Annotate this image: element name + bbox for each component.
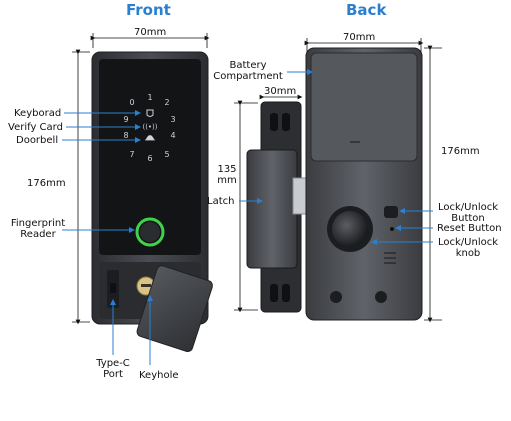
doorbell-label: Doorbell [16,135,59,146]
front-width-label: 70mm [134,27,167,38]
battery-label-line2: Compartment [213,71,283,82]
lock-knob-line2: knob [455,248,481,259]
fingerprint-sensor-ring [135,217,165,247]
latch-width-label: 30mm [264,86,297,97]
back-leaders [239,69,433,245]
battery-cover [310,52,418,162]
lock-button-line2: Button [451,213,485,224]
latch-body [246,149,298,269]
typec-label-line1: Type-C [96,358,130,369]
battery-label-line1: Battery [229,60,267,71]
front-heading: Front [126,1,171,19]
keypad-digit-8: 8 [123,131,128,140]
lock-button-line1: Lock/Unlock [437,202,498,213]
keyhole-slot [141,284,151,287]
keyboard-label: Keyborad [14,108,62,119]
latch-dimensions [234,94,303,313]
speaker-grille [384,252,396,264]
fingerprint-sensor [140,222,160,242]
front-dimensions [72,33,210,325]
fingerprint-label-line1: Fingerprint [10,218,66,229]
keypad-digit-4: 4 [170,131,175,140]
keypad-digit-6: 6 [147,154,152,163]
screw-right [375,291,387,303]
keypad-digit-9: 9 [123,115,128,124]
doorbell-icon [145,135,155,141]
card-reader-icon: ((•)) [142,123,157,131]
lock-knob [332,211,368,247]
front-height-label: 176mm [27,178,66,189]
keypad-digit-7: 7 [129,150,134,159]
keyhole-label: Keyhole [139,370,179,381]
keypad-digit-0: 0 [129,98,134,107]
verify-card-label: Verify Card [8,122,63,133]
screw-left [330,291,342,303]
back-lock [305,47,423,321]
typec-port-label: Type-C Port [88,358,138,380]
keypad-digit-3: 3 [170,115,175,124]
back-dimensions [304,38,442,323]
reset-button [390,227,394,231]
lock-unlock-button [384,206,398,218]
fingerprint-label-line2: Reader [20,229,56,240]
lock-knob-line1: Lock/Unlock [437,237,498,248]
back-width-label: 70mm [343,32,376,43]
typec-label-line2: Port [103,369,123,380]
keypad-digit-2: 2 [164,98,169,107]
lock-unlock-button-label: Lock/Unlock Button [434,202,502,224]
latch-bolt [292,177,308,215]
front-glass-panel [99,59,201,255]
shield-icon [146,109,154,117]
keypad-digit-5: 5 [164,150,169,159]
lock-unlock-knob-label: Lock/Unlock knob [434,237,502,259]
latch [246,101,308,313]
front-leaders [62,110,153,365]
latch-label: Latch [207,196,235,207]
front-lock [91,51,213,352]
back-heading: Back [346,1,387,19]
typec-port [110,283,116,293]
keypad-digit-1: 1 [147,93,152,102]
battery-compartment-label: Battery Compartment [212,60,284,82]
fingerprint-reader-label: Fingerprint Reader [10,218,66,240]
latch-height-line1: 135 [217,164,237,175]
back-height-label: 176mm [441,146,480,157]
latch-height-line2: mm [217,175,237,186]
reset-button-label: Reset Button [437,223,502,234]
latch-height-label: 135 mm [214,164,240,186]
